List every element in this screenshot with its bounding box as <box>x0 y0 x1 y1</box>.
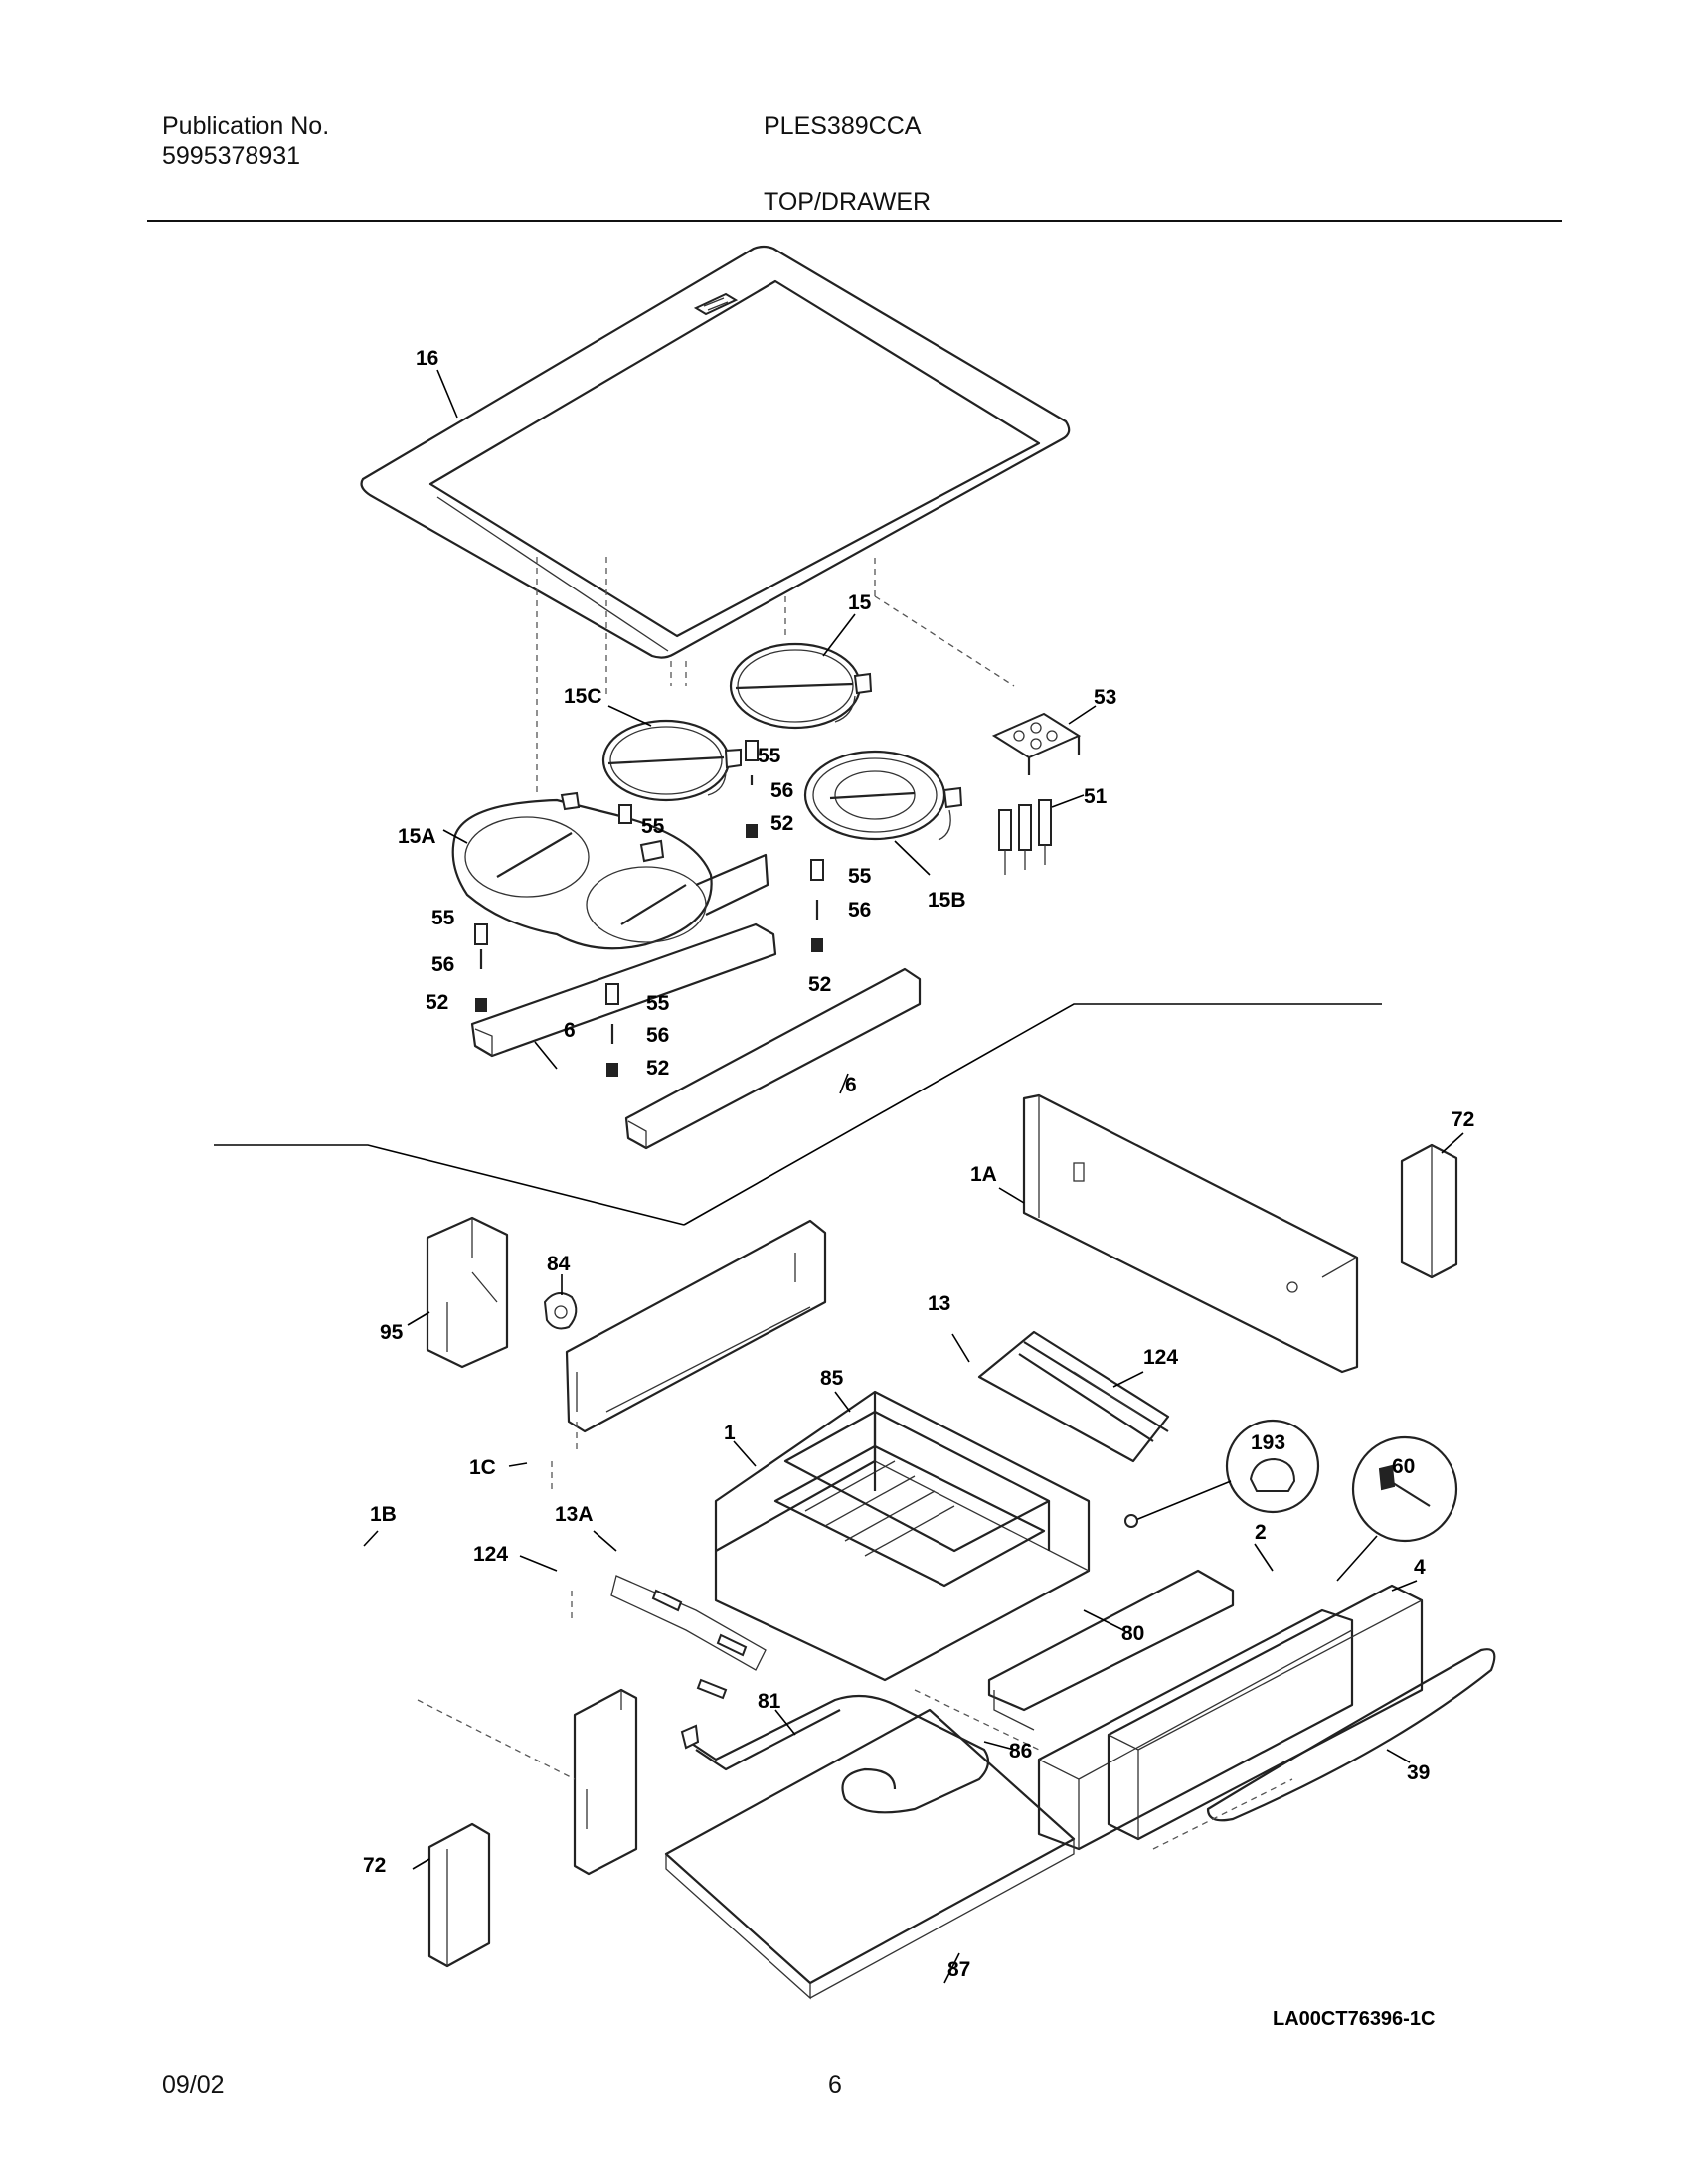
callout-55-e: 55 <box>646 992 670 1015</box>
callout-13: 13 <box>928 1292 950 1315</box>
callout-87: 87 <box>947 1958 970 1981</box>
callout-6-b: 6 <box>845 1074 857 1096</box>
callout-72-a: 72 <box>1452 1108 1474 1131</box>
callout-55-c: 55 <box>848 865 872 888</box>
callout-55-d: 55 <box>431 907 455 929</box>
callout-15c: 15C <box>564 685 602 708</box>
support-rail-left <box>470 922 777 1058</box>
reference-lines <box>214 1003 1382 1226</box>
drawer-slide-13a <box>551 1461 767 1700</box>
bottom-panel-87 <box>664 1708 1076 2000</box>
callout-86: 86 <box>1009 1740 1032 1762</box>
callout-85: 85 <box>820 1367 844 1390</box>
drawer-slide-13-124 <box>977 1330 1170 1463</box>
callout-56-c: 56 <box>848 899 871 922</box>
callout-1b: 1B <box>370 1503 397 1526</box>
page-number: 6 <box>828 2071 842 2098</box>
callout-39: 39 <box>1407 1761 1430 1784</box>
publication-label: Publication No. <box>162 112 330 140</box>
drawer-liner-2 <box>987 1569 1354 1851</box>
element-15 <box>729 642 873 730</box>
callout-55-b: 55 <box>641 815 665 838</box>
element-15c <box>601 719 742 802</box>
callout-72-b: 72 <box>363 1854 386 1877</box>
support-rail-right <box>624 967 922 1150</box>
callout-52-d: 52 <box>426 991 448 1014</box>
callout-13a: 13A <box>555 1503 594 1526</box>
drawer-pan-1 <box>714 1390 1091 1682</box>
drawer-front-4 <box>1107 1584 1496 1841</box>
callout-124-a: 124 <box>1143 1346 1178 1369</box>
lamp-holder-84 <box>543 1292 578 1330</box>
callout-52-e: 52 <box>646 1057 669 1080</box>
callout-52-c: 52 <box>808 973 831 996</box>
bracket-72-left <box>427 1822 491 1968</box>
callout-81: 81 <box>758 1690 781 1713</box>
terminal-block-53 <box>991 712 1082 775</box>
element-15b <box>803 750 963 841</box>
callout-16: 16 <box>416 347 438 370</box>
cooktop-glass-top <box>360 245 1071 659</box>
publication-number: 5995378931 <box>162 142 301 170</box>
bracket-72-right <box>1400 1143 1458 1279</box>
callout-labels: 16 15 15C 53 55 56 52 15A 55 51 55 15B 5… <box>363 347 1474 2030</box>
callout-95: 95 <box>380 1321 404 1344</box>
callout-193: 193 <box>1251 1431 1285 1454</box>
callout-52-a: 52 <box>770 812 793 835</box>
front-frame <box>565 1219 827 1451</box>
callout-15b: 15B <box>928 889 966 912</box>
callout-124-b: 124 <box>473 1543 508 1566</box>
header-rule <box>147 220 1562 222</box>
callout-51: 51 <box>1084 785 1108 808</box>
switches-51 <box>998 799 1052 875</box>
callout-55-a: 55 <box>758 745 781 767</box>
callout-15: 15 <box>848 591 872 614</box>
callout-56-a: 56 <box>770 779 793 802</box>
callout-56-d: 56 <box>431 953 454 976</box>
callout-80: 80 <box>1121 1622 1144 1645</box>
callout-84: 84 <box>547 1253 571 1275</box>
detail-60 <box>1336 1435 1458 1582</box>
detail-193 <box>1124 1419 1320 1528</box>
callout-60: 60 <box>1392 1455 1415 1478</box>
model-number: PLES389CCA <box>764 112 922 140</box>
callout-1: 1 <box>724 1422 736 1444</box>
callout-1a: 1A <box>970 1163 997 1186</box>
fastener-stacks <box>474 740 824 1077</box>
alignment-lines <box>536 557 1015 795</box>
assembly-hint-lines <box>417 1689 1293 1850</box>
callout-56-e: 56 <box>646 1024 669 1047</box>
callout-2: 2 <box>1255 1521 1267 1544</box>
callout-6-a: 6 <box>564 1019 576 1042</box>
callout-15a: 15A <box>398 825 436 848</box>
callout-53: 53 <box>1094 686 1116 709</box>
element-15a <box>451 791 769 950</box>
back-panel-1a <box>1022 1093 1359 1374</box>
drawing-number: LA00CT76396-1C <box>1273 2008 1435 2030</box>
side-box-95 <box>426 1216 509 1369</box>
callout-1c: 1C <box>469 1456 496 1479</box>
bake-element-81 <box>680 1694 990 1814</box>
callout-leaders <box>363 369 1464 1984</box>
left-side-panel <box>573 1688 638 1876</box>
callout-4: 4 <box>1414 1556 1426 1579</box>
section-title: TOP/DRAWER <box>764 188 932 216</box>
footer-date: 09/02 <box>162 2071 225 2098</box>
